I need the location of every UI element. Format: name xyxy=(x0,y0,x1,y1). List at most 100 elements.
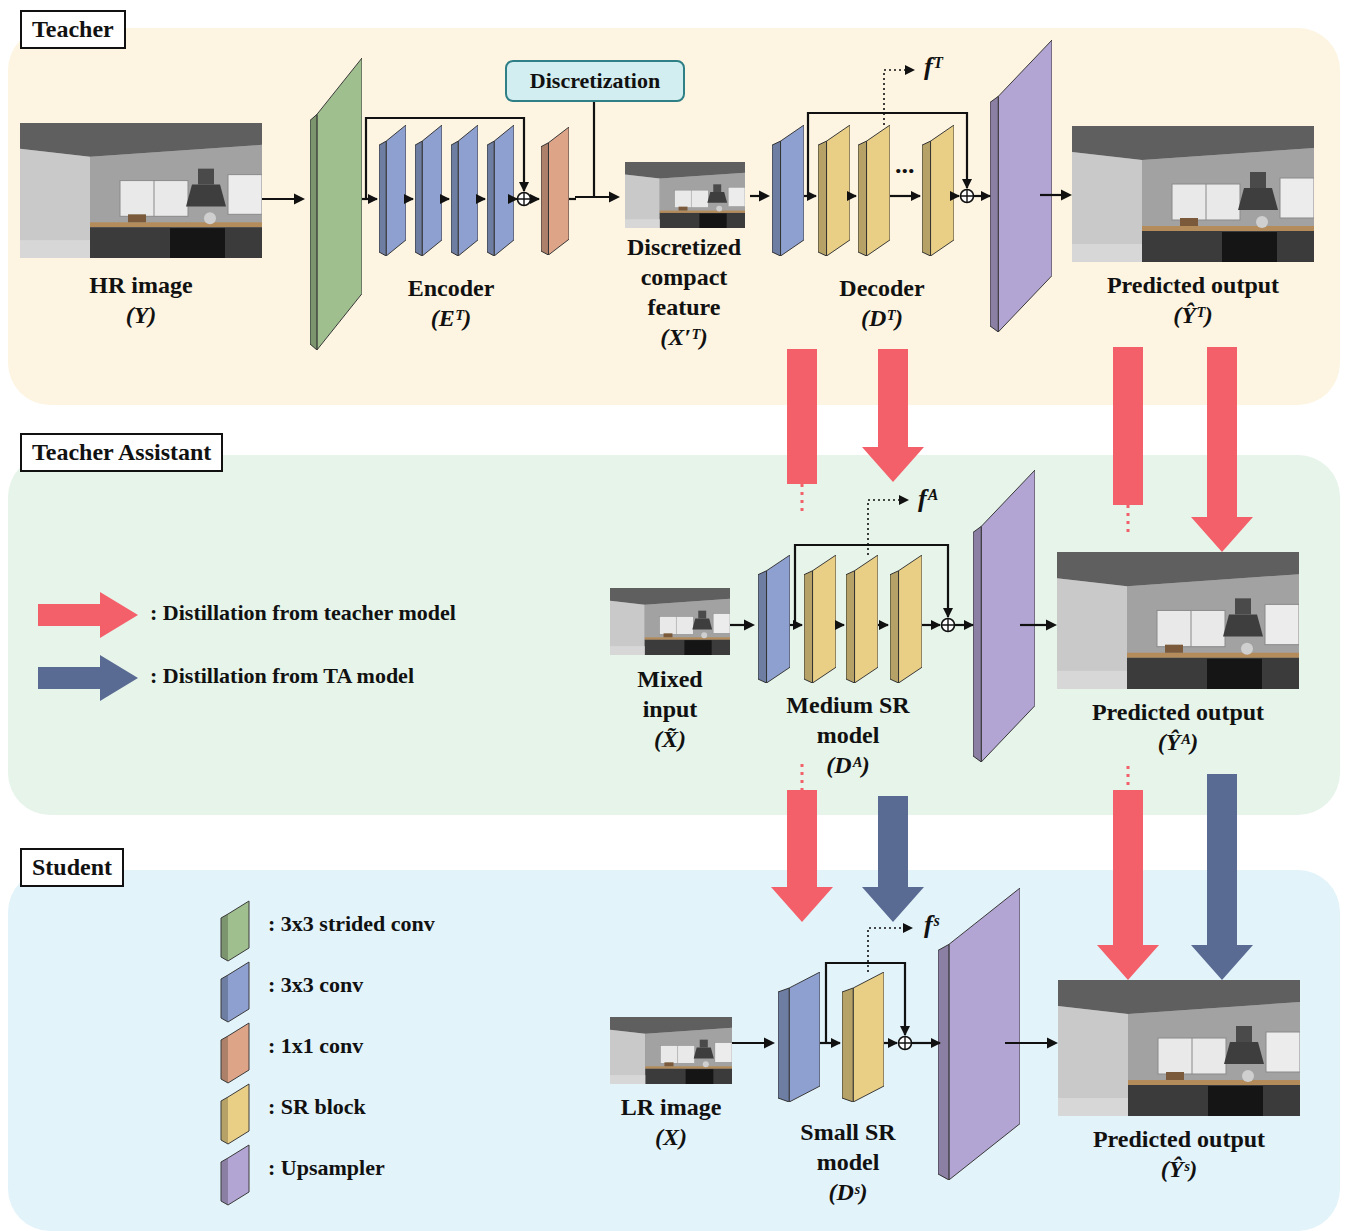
connector xyxy=(862,349,924,482)
caption-block: HR image(Y) xyxy=(21,270,261,330)
distillation-bar xyxy=(787,349,817,484)
connector xyxy=(1191,347,1253,552)
band-ground xyxy=(8,455,1340,815)
feature-label: fᴬ xyxy=(918,484,938,514)
legend-block-shade xyxy=(221,975,228,1022)
connector-line xyxy=(732,1042,766,1044)
wire xyxy=(974,195,990,197)
model-group: Small SR model(Dˢ) xyxy=(775,922,1005,1212)
caption-block: Medium SR model(Dᴬ) xyxy=(778,690,918,780)
feature-leader xyxy=(868,500,908,555)
arrowhead xyxy=(764,1038,775,1049)
input-image: Mixed input(X̃) xyxy=(610,588,730,758)
feature-label: fᵀ xyxy=(924,52,942,82)
math-symbol: (X) xyxy=(610,1122,732,1152)
legend-block-side xyxy=(221,914,228,961)
legend-block-outline xyxy=(221,1023,249,1083)
output-image: Predicted output(Ŷᵀ) xyxy=(1072,126,1314,335)
legend-block-face xyxy=(228,901,249,961)
wire xyxy=(884,1042,897,1044)
conv-block xyxy=(379,125,406,256)
legend-text: : 3x3 strided conv xyxy=(268,910,435,938)
sum-node xyxy=(518,193,531,206)
conv-block xyxy=(772,125,804,256)
teacher-band: TeacherHR image(Y)Encoder(Eᵀ)Discretizat… xyxy=(8,28,1340,405)
assistant-band: Teacher AssistantMixed input(X̃)Medium S… xyxy=(8,455,1340,815)
caption-block: Small SR model(Dˢ) xyxy=(778,1117,918,1207)
math-symbol: (Dˢ) xyxy=(778,1177,918,1207)
sum-node xyxy=(961,190,974,203)
wire xyxy=(478,198,485,200)
wire xyxy=(878,624,888,626)
output-image: Predicted output(Ŷᴬ) xyxy=(1057,552,1299,762)
connector xyxy=(1040,190,1072,201)
feature-label: fˢ xyxy=(924,910,939,940)
distillation-arrow xyxy=(862,796,924,922)
wire xyxy=(912,1042,940,1044)
connector xyxy=(730,620,755,631)
legend-block-outline xyxy=(221,962,249,1022)
upsampler-block xyxy=(990,40,1052,332)
lr-image xyxy=(610,1017,732,1084)
legend-block-shade xyxy=(221,914,228,961)
caption-block: Predicted output(Ŷˢ) xyxy=(1059,1124,1299,1184)
connector-line xyxy=(1005,1042,1049,1044)
student-band: StudentLR image(X)Small SR model(Dˢ)Pred… xyxy=(8,870,1340,1231)
math-symbol: (Y) xyxy=(21,300,261,330)
input-image: LR image(X) xyxy=(610,1017,732,1157)
upsampler-block xyxy=(973,470,1035,762)
skip-connection xyxy=(795,545,948,625)
caption-block: LR image(X) xyxy=(610,1092,732,1152)
math-symbol: (Ŷᵀ) xyxy=(1073,300,1313,330)
arrowhead xyxy=(294,194,305,205)
legend-block-shade xyxy=(221,1036,228,1083)
caption-text: Predicted output xyxy=(1058,697,1298,727)
distillation-arrow xyxy=(771,790,833,922)
connector xyxy=(1191,774,1253,980)
feature-image xyxy=(625,162,745,228)
arrowhead xyxy=(744,620,755,631)
wire xyxy=(406,198,413,200)
legend-arrow xyxy=(38,655,138,701)
caption-text: Discretized compact feature xyxy=(620,232,748,322)
pointwise-conv-block xyxy=(541,127,569,255)
wire xyxy=(922,624,940,626)
connector xyxy=(1020,620,1057,631)
arrowhead xyxy=(609,192,620,203)
sr-block xyxy=(818,125,850,256)
conv-block xyxy=(778,972,820,1102)
connector-line xyxy=(262,198,296,200)
conv-block xyxy=(487,125,514,256)
legend-block-side xyxy=(221,975,228,1022)
ta-output-image xyxy=(1057,552,1299,689)
wire xyxy=(804,195,816,197)
legend-text: : 1x1 conv xyxy=(268,1032,363,1060)
arrowhead xyxy=(1061,190,1072,201)
sr-block xyxy=(922,125,954,256)
caption-block: Mixed input(X̃) xyxy=(625,664,715,754)
connector-line xyxy=(730,624,746,626)
math-symbol: (Dᵀ) xyxy=(802,303,962,333)
connector xyxy=(575,192,620,203)
legend-block xyxy=(220,1083,250,1145)
feature-leader xyxy=(868,928,912,972)
band-heading: Student xyxy=(20,848,124,887)
band-ground xyxy=(8,870,1340,1231)
sr-block xyxy=(890,555,922,683)
hr-image xyxy=(20,123,262,258)
wire xyxy=(890,195,920,197)
arrowhead xyxy=(1047,1038,1058,1049)
legend-arrow xyxy=(38,592,138,638)
discretization-link xyxy=(593,102,595,197)
student-output-image xyxy=(1058,980,1300,1116)
caption-text: Small SR model xyxy=(778,1117,918,1177)
connector xyxy=(750,191,770,202)
distillation-dots xyxy=(1127,505,1130,535)
ellipsis: ... xyxy=(895,150,915,180)
legend-block-outline xyxy=(221,1145,249,1205)
arrowhead xyxy=(759,191,770,202)
legend-block-shade xyxy=(221,1158,228,1205)
connector xyxy=(1005,1038,1058,1049)
wire xyxy=(820,1042,840,1044)
caption-block: Decoder(Dᵀ) xyxy=(802,273,962,333)
